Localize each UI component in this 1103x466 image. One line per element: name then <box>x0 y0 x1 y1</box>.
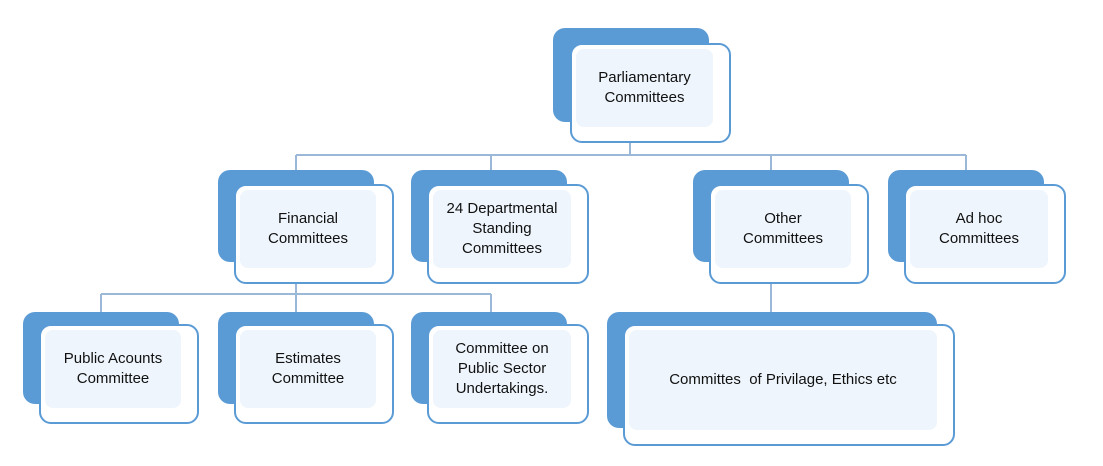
node-public-sector-undertakings-committee: Committee on Public Sector Undertakings. <box>411 312 589 424</box>
node-other-committees: Other Committees <box>693 170 869 284</box>
node-label: Financial Committees <box>267 210 349 247</box>
node-financial-committees: Financial Committees <box>218 170 394 284</box>
node-label: Estimates Committee <box>271 350 345 387</box>
node-label: Other Committees <box>742 210 824 247</box>
node-label: Committes of Privilage, Ethics etc <box>669 371 897 388</box>
node-label: Ad hoc Committees <box>938 210 1020 247</box>
node-public-accounts-committee: Public Acounts Committee <box>23 312 199 424</box>
node-label: 24 Departmental Standing Committees <box>446 200 558 257</box>
node-label: Committee on Public Sector Undertakings. <box>455 340 549 397</box>
node-privilege-ethics-committees: Committes of Privilage, Ethics etc <box>607 312 955 446</box>
node-estimates-committee: Estimates Committee <box>218 312 394 424</box>
node-label: Parliamentary Committees <box>598 69 691 106</box>
node-departmental-standing-committees: 24 Departmental Standing Committees <box>411 170 589 284</box>
node-adhoc-committees: Ad hoc Committees <box>888 170 1066 284</box>
node-parliamentary-committees: Parliamentary Committees <box>553 28 731 143</box>
node-label: Public Acounts Committee <box>63 350 163 387</box>
